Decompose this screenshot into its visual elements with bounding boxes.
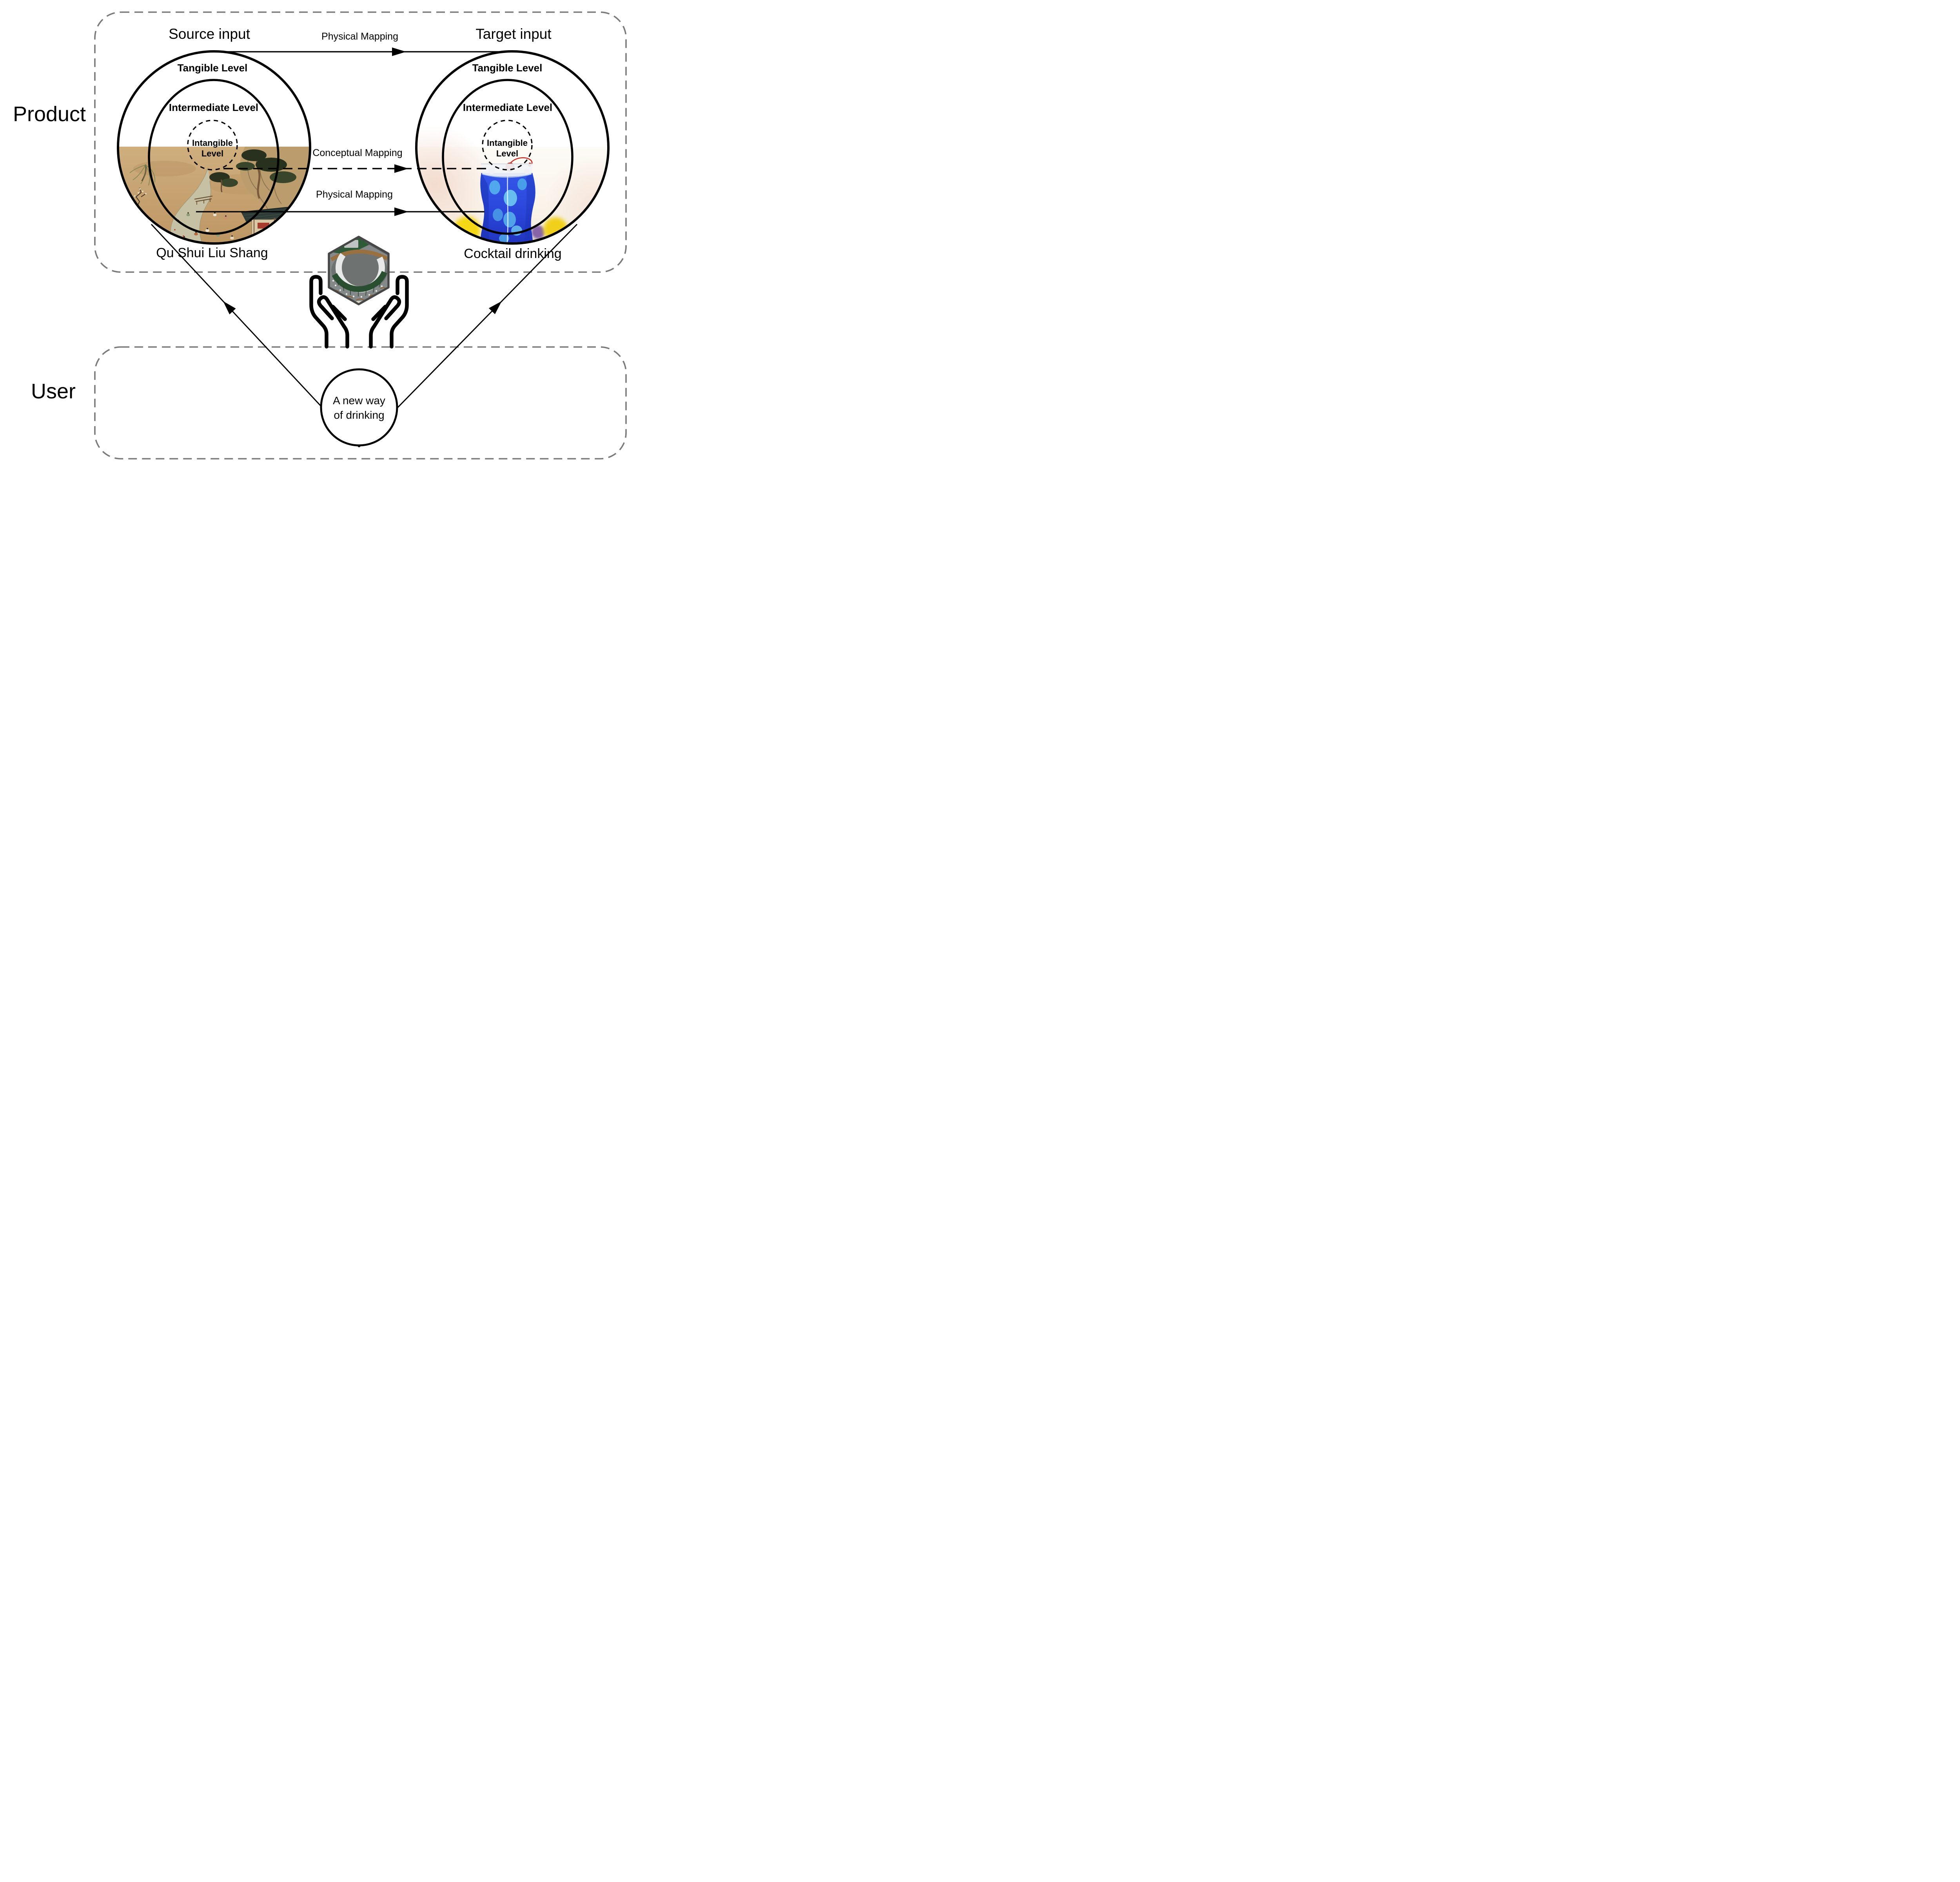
hexagon-border	[328, 236, 390, 305]
grape-purple	[532, 225, 545, 239]
target-intangible-label-line2: Level	[496, 149, 518, 158]
arrowhead-to-target	[488, 301, 502, 314]
source-tangible-label: Tangible Level	[178, 62, 248, 74]
user-section-label: User	[31, 380, 76, 403]
lemon-left	[454, 216, 480, 242]
user-section-box	[94, 346, 627, 460]
target-intermediate-circle	[442, 79, 573, 235]
source-intermediate-circle	[148, 79, 279, 235]
target-tangible-label: Tangible Level	[472, 62, 543, 74]
source-input-title: Source input	[169, 26, 250, 42]
cocktail-glass	[480, 157, 535, 242]
source-intangible-label-line2: Level	[201, 149, 223, 158]
physical-mapping-mid-label: Physical Mapping	[316, 189, 393, 200]
diagram-canvas: A new way of drinking	[0, 0, 639, 470]
qu-shui-liu-shang-painting	[119, 147, 309, 242]
source-intermediate-label: Intermediate Level	[169, 102, 258, 113]
target-tangible-circle	[415, 50, 610, 245]
physical-mapping-mid-arrowhead	[394, 207, 408, 216]
conceptual-mapping-arrowhead	[394, 164, 408, 173]
target-input-title: Target input	[475, 26, 552, 42]
source-tangible-circle	[117, 50, 311, 245]
product-section-label: Product	[13, 102, 86, 126]
outcome-text-line1: A new way	[333, 394, 385, 407]
outcome-text-line2: of drinking	[334, 409, 384, 421]
target-intermediate-label: Intermediate Level	[463, 102, 552, 113]
open-hands-icon	[309, 275, 409, 349]
target-intangible-label-line1: Intangible	[487, 138, 528, 148]
arrowhead-to-source	[223, 301, 236, 314]
physical-mapping-top-arrowhead	[392, 47, 406, 56]
target-caption: Cocktail drinking	[464, 246, 561, 261]
source-intangible-label-line1: Intangible	[192, 138, 233, 148]
outcome-circle	[320, 368, 398, 447]
physical-mapping-top-label: Physical Mapping	[321, 31, 398, 42]
target-intangible-circle	[482, 120, 533, 171]
source-caption: Qu Shui Liu Shang	[156, 245, 268, 260]
conceptual-mapping-label: Conceptual Mapping	[312, 147, 402, 158]
mapping-diagram: A new way of drinking	[13, 11, 627, 460]
source-intangible-circle	[187, 120, 238, 171]
